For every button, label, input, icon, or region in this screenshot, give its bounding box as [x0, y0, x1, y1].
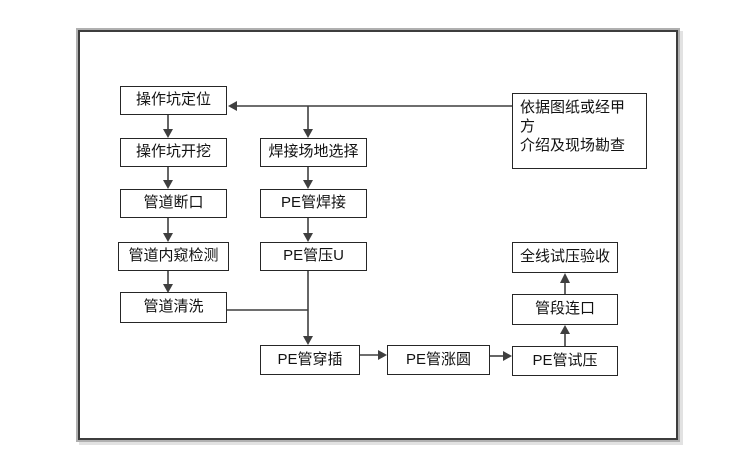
survey-basis-line1: 依据图纸或经甲方 [520, 99, 626, 135]
survey-basis-line2: 介绍及现场勘查 [520, 136, 626, 154]
node-pe-pipe-rounding: PE管涨圆 [387, 345, 490, 375]
node-pe-pipe-u-press: PE管压U [260, 242, 367, 271]
node-welding-site-selection: 焊接场地选择 [260, 138, 367, 167]
node-pipe-cut: 管道断口 [120, 189, 227, 218]
node-pe-pipe-insertion: PE管穿插 [260, 345, 360, 375]
node-full-line-pressure-acceptance: 全线试压验收 [512, 242, 618, 273]
node-survey-basis-note: 依据图纸或经甲方 介绍及现场勘查 [512, 93, 647, 169]
node-pe-pipe-welding: PE管焊接 [260, 189, 367, 218]
node-pipe-endoscopy-inspection: 管道内窥检测 [118, 242, 229, 271]
node-operation-pit-positioning: 操作坑定位 [120, 86, 227, 115]
node-operation-pit-excavation: 操作坑开挖 [120, 138, 227, 167]
node-pipe-section-connection: 管段连口 [512, 294, 618, 325]
node-pe-pipe-pressure-test: PE管试压 [512, 346, 618, 376]
node-pipe-cleaning: 管道清洗 [120, 292, 227, 323]
